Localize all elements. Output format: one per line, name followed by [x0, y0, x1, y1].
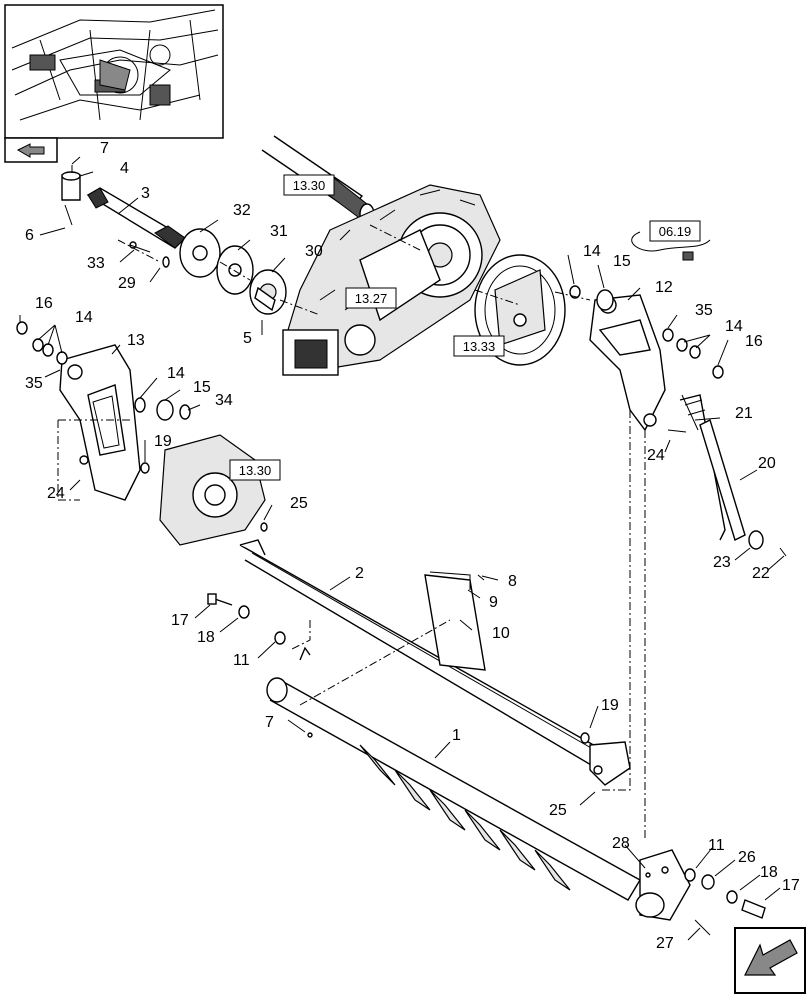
callout-4: 4 [120, 160, 129, 177]
callout-2: 2 [355, 565, 364, 582]
callout-17: 17 [171, 612, 189, 629]
ref-box-13-30-left[interactable]: 13.30 [229, 459, 281, 481]
ref-box-13-27[interactable]: 13.27 [345, 287, 397, 309]
callout-31: 31 [270, 223, 288, 240]
ref-box-06-19[interactable]: 06.19 [649, 220, 701, 242]
bolt-set-left [207, 522, 313, 738]
callout-30: 30 [305, 243, 323, 260]
alignment-lines [57, 165, 646, 840]
callout-15: 15 [613, 253, 631, 270]
shaft-assembly [61, 171, 287, 315]
callout-17: 17 [782, 877, 800, 894]
callout-7: 7 [265, 714, 274, 731]
callout-19: 19 [601, 697, 619, 714]
ref-label: 13.30 [293, 178, 326, 193]
callout-29: 29 [118, 275, 136, 292]
callout-33: 33 [87, 255, 105, 272]
callout-11: 11 [708, 837, 725, 854]
callout-5: 5 [243, 330, 252, 347]
callout-26: 26 [738, 849, 756, 866]
callout-10: 10 [492, 625, 510, 642]
callout-3: 3 [141, 185, 150, 202]
gearbox [282, 184, 501, 376]
callout-1: 1 [452, 727, 461, 744]
ref-label: 06.19 [659, 224, 692, 239]
plate-10 [424, 571, 486, 671]
callout-14: 14 [725, 318, 743, 335]
callout-35: 35 [25, 375, 43, 392]
callout-11: 11 [233, 652, 250, 669]
ref-box-13-33[interactable]: 13.33 [453, 335, 505, 357]
washers-right [569, 285, 724, 379]
callout-28: 28 [612, 835, 630, 852]
callout-16: 16 [35, 295, 53, 312]
callout-23: 23 [713, 554, 731, 571]
ref-label: 13.33 [463, 339, 496, 354]
callout-22: 22 [752, 565, 770, 582]
tube-2 [239, 539, 631, 786]
callout-15: 15 [193, 379, 211, 396]
callout-16: 16 [745, 333, 763, 350]
navigation-arrow-icon[interactable] [4, 137, 58, 163]
next-page-icon[interactable] [734, 927, 806, 994]
bolt-set-right [684, 868, 766, 936]
gear-housing [159, 434, 266, 546]
callout-24: 24 [47, 485, 65, 502]
callout-24: 24 [647, 447, 665, 464]
callout-35: 35 [695, 302, 713, 319]
callout-19: 19 [154, 433, 172, 450]
callout-20: 20 [758, 455, 776, 472]
callout-21: 21 [735, 405, 753, 422]
callout-18: 18 [197, 629, 215, 646]
bracket-left [59, 344, 141, 501]
callout-18: 18 [760, 864, 778, 881]
callout-7: 7 [100, 140, 109, 157]
ref-box-13-30-top[interactable]: 13.30 [283, 174, 335, 196]
callout-14: 14 [583, 243, 601, 260]
callout-25: 25 [549, 802, 567, 819]
callout-12: 12 [655, 279, 673, 296]
sensor [631, 231, 711, 261]
washers-left [16, 321, 191, 474]
callout-25: 25 [290, 495, 308, 512]
callout-9: 9 [489, 594, 498, 611]
callout-32: 32 [233, 202, 251, 219]
knife-tube-1 [266, 646, 691, 921]
ref-label: 13.30 [239, 463, 272, 478]
callout-8: 8 [508, 573, 517, 590]
callout-13: 13 [127, 332, 145, 349]
overview-thumbnail[interactable] [4, 4, 224, 139]
ref-label: 13.27 [355, 291, 388, 306]
callout-14: 14 [75, 309, 93, 326]
callout-14: 14 [167, 365, 185, 382]
callout-6: 6 [25, 227, 34, 244]
callout-34: 34 [215, 392, 233, 409]
callout-27: 27 [656, 935, 674, 952]
callouts: 7 4 3 6 32 31 30 33 29 5 16 14 35 13 14 … [19, 140, 800, 952]
